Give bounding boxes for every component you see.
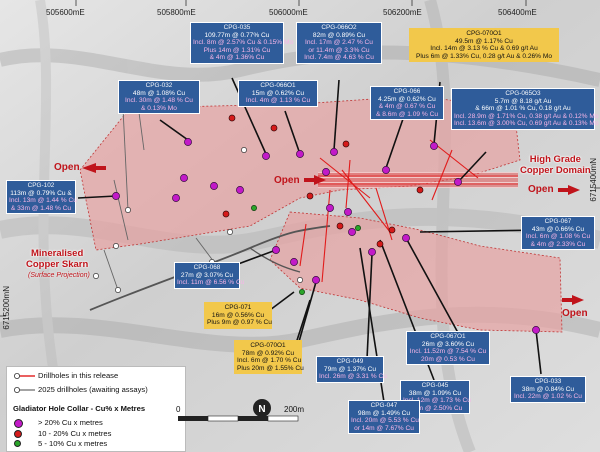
open-arrows (82, 163, 584, 305)
callout-cpg-067o1: CPG-067O1 26m @ 3.60% Cu Incl. 11.52m @ … (406, 331, 490, 366)
open-label-east: Open (528, 184, 554, 195)
legend-gt20-dot (14, 418, 23, 428)
callout-cpg-068: CPG-068 27m @ 3.07% Cu Incl. 11m @ 6.56 … (174, 262, 244, 289)
callout-cpg-047: CPG-047 98m @ 1.49% Cu Incl. 20m @ 5.53 … (348, 400, 420, 435)
northing-label-2: 6715200mN (2, 286, 11, 330)
callout-cpg-071: CPG-071 16m @ 0.56% Cu Plus 9m @ 0.97 % … (204, 302, 272, 329)
scale-bar: 0 200m (176, 394, 306, 434)
easting-label-1: 505600mE (46, 8, 85, 17)
easting-label-2: 505800mE (157, 8, 196, 17)
legend-row-release: Drillholes in this release (13, 371, 118, 380)
open-label-west: Open (54, 162, 80, 173)
road-2 (249, 247, 301, 273)
callout-cpg-066o2: CPG-066O2 82m @ 0.89% Cu Incl. 17m @ 2.4… (296, 22, 382, 64)
callout-leaders (77, 77, 543, 403)
callout-cpg-067: CPG-067 43m @ 0.66% Cu Incl. 6m @ 1.08 %… (521, 216, 595, 251)
legend-gt20-label: > 20% Cu x metres (38, 418, 103, 427)
callout-cpg-070o1-north: CPG-070O1 49.5m @ 1.17% Cu Incl. 14m @ 3… (409, 28, 559, 63)
open-arrow-west (82, 163, 96, 173)
high-grade-domain-label: High Grade Copper Domain (520, 154, 591, 176)
legend-release-symbol (13, 372, 35, 380)
map-legend: Drillholes in this release 2025 drillhol… (6, 366, 186, 452)
legend-title: Gladiator Hole Collar - Cu% x Metres (13, 404, 146, 413)
grid-ticks (0, 0, 600, 317)
callout-cpg-032: CPG-032 48m @ 1.08% Cu Incl. 30m @ 1.48 … (118, 80, 200, 115)
legend-row-5-10: 5 - 10% Cu x metres (13, 439, 107, 448)
callout-cpg-049: CPG-049 79m @ 1.37% Cu Incl. 26m @ 3.31 … (316, 356, 387, 383)
legend-5-10-dot (14, 439, 21, 447)
collars-gt20 (112, 138, 540, 334)
legend-row-pending: 2025 drillholes (awaiting assays) (13, 385, 148, 394)
callout-cpg-033: CPG-033 38m @ 0.84% Cu Incl. 22m @ 1.02 … (510, 376, 586, 403)
drill-traces-release (299, 139, 479, 283)
legend-row-gt20: > 20% Cu x metres (13, 418, 103, 428)
legend-5-10-label: 5 - 10% Cu x metres (38, 439, 108, 448)
open-label-center: Open (274, 175, 300, 186)
legend-10-20-dot (14, 429, 22, 438)
callout-cpg-070o1-south: CPG-070O1 78m @ 0.92% Cu Incl. 6m @ 1.70… (234, 340, 304, 375)
legend-row-10-20: 10 - 20% Cu x metres (13, 429, 111, 438)
callout-cpg-035: CPG-035 109.77m @ 0.77% Cu Incl. 8m @ 2.… (190, 22, 293, 64)
road-1 (89, 225, 331, 311)
legend-release-label: Drillholes in this release (38, 371, 119, 380)
scale-end-label: 200m (284, 405, 304, 414)
skarn-zone-sublabel: (Surface Projection) (28, 272, 90, 279)
callout-cpg-102: CPG-102 113m @ 0.79% Cu & Incl. 13m @ 1.… (6, 180, 77, 215)
collars-10-20 (222, 114, 424, 248)
north-label: N (258, 404, 265, 415)
skarn-zone-east (269, 211, 563, 333)
open-arrow-east (568, 185, 580, 195)
callout-cpg-066o1: CPG-066O1 15m @ 0.62% Cu Incl. 4m @ 1.13… (238, 80, 318, 107)
callout-cpg-066: CPG-066 4.25m @ 0.62% Cu & 4m @ 0.67 % C… (370, 86, 444, 121)
callout-cpg-045: CPG-045 38m @ 1.09% Cu Incl. 12m @ 1.73 … (400, 380, 471, 415)
skarn-zone-west (79, 95, 521, 251)
collars-5-10 (251, 205, 361, 295)
open-label-southeast: Open (562, 308, 588, 319)
north-arrow-icon: N (252, 396, 272, 420)
easting-label-5: 506400mE (498, 8, 537, 17)
scale-zero-label: 0 (176, 405, 181, 414)
skarn-zone-label: Mineralised Copper Skarn (26, 248, 89, 270)
legend-pending-symbol (13, 386, 35, 394)
open-arrow-southeast (572, 295, 584, 305)
callout-cpg-065o3: CPG-065O3 5.7m @ 8.18 g/t Au & 66m @ 1.0… (451, 88, 599, 130)
open-arrow-center (314, 175, 326, 185)
easting-label-3: 506000mE (269, 8, 308, 17)
easting-label-4: 506200mE (383, 8, 422, 17)
legend-pending-label: 2025 drillholes (awaiting assays) (38, 385, 148, 394)
legend-10-20-label: 10 - 20% Cu x metres (38, 429, 112, 438)
